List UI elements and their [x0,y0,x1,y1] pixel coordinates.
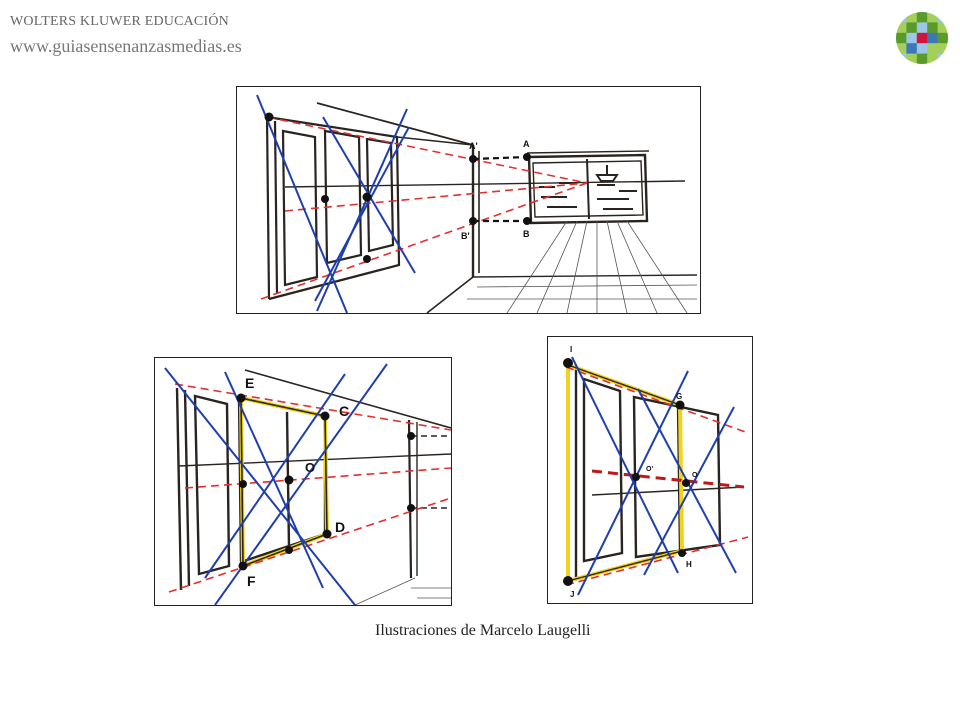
label-f: F [247,573,256,589]
logo-tile [896,53,907,64]
label-b-prime: B' [461,231,470,241]
logo-tile [896,32,907,44]
logo-tile [896,22,907,34]
label-i: I [570,345,572,354]
label-c: C [339,403,349,419]
logo-tile [937,22,948,34]
logo-tile [937,32,948,44]
perspective-figure-top: A' A B' B [236,86,701,314]
logo-tile [916,22,928,34]
logo-tile [916,53,928,64]
label-o: O [305,460,315,475]
label-b: B [523,229,530,239]
logo-tile [906,32,918,44]
logo-tile [927,32,939,44]
logo-tile [927,43,939,55]
logo-tile [927,53,939,64]
label-h: H [686,560,692,569]
label-o-prime: O' [646,466,653,473]
label-a: A [523,139,530,149]
label-d: D [335,519,345,535]
logo-tile [906,12,918,23]
logo-tile [927,12,939,23]
logo-tile [896,12,907,23]
logo-tile [937,12,948,23]
logo-tile [906,22,918,34]
label-a-prime: A' [469,141,478,151]
publisher-logo [896,12,948,64]
logo-tile [916,43,928,55]
logo-tile [916,12,928,23]
figure-caption: Ilustraciones de Marcelo Laugelli [375,622,591,639]
label-o: O [692,472,698,479]
label-j: J [570,590,574,599]
perspective-figure-bottom-right: I G O' O H J [547,336,753,604]
logo-tile [937,43,948,55]
website-url: www.guiasensenanzasmedias.es [10,36,242,56]
logo-tile [937,53,948,64]
label-g: G [676,392,682,401]
perspective-figure-bottom-left: E C O D F [154,357,452,606]
logo-tile [927,22,939,34]
logo-tile [906,53,918,64]
logo-tile [906,43,918,55]
logo-tile [916,32,928,44]
logo-tile [896,43,907,55]
logo-grid [896,12,948,64]
publisher-name: WOLTERS KLUWER EDUCACIÓN [10,14,229,29]
label-e: E [245,375,254,391]
